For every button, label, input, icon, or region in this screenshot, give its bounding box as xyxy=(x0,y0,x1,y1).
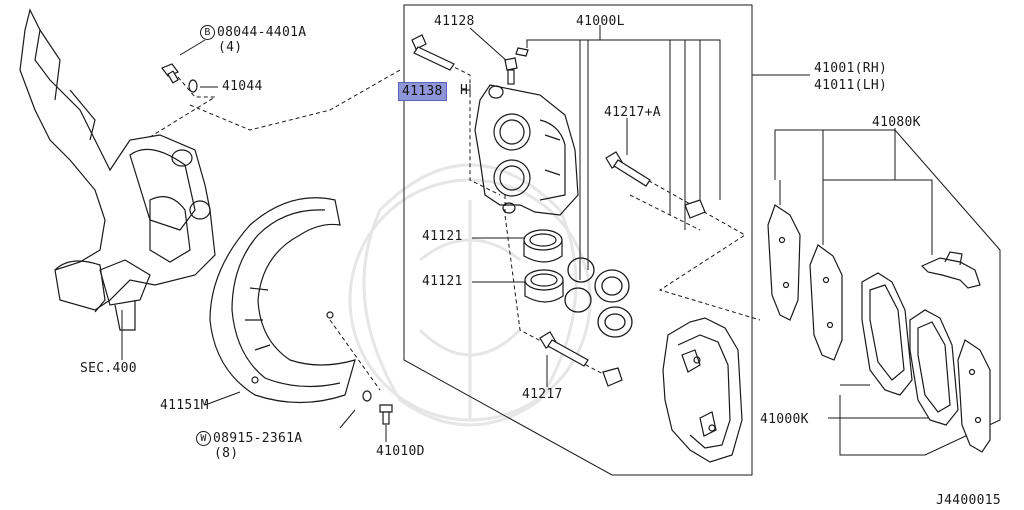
anti-rattle-clip xyxy=(920,251,981,289)
bolt-to-knuckle-guide xyxy=(149,76,217,138)
diagram-id: J4400015 xyxy=(936,493,1002,508)
caliper-body xyxy=(474,84,579,216)
guide-pin xyxy=(611,159,761,321)
pad-shim-inner xyxy=(809,244,843,361)
piston-upper xyxy=(523,229,563,263)
pad-shim-outer xyxy=(767,204,801,321)
label-41217[interactable]: 41217 xyxy=(522,387,563,402)
label-washer-qty: (8) xyxy=(214,446,239,461)
washer-part-number: 08915-2361A xyxy=(213,431,303,446)
label-41121-lower[interactable]: 41121 xyxy=(422,274,463,289)
bolt-type-b-icon: B xyxy=(200,25,215,40)
brake-dust-shield xyxy=(209,197,356,404)
brake-pad-inner xyxy=(909,309,959,426)
slide-pin-upper xyxy=(605,151,706,219)
guide-bracket xyxy=(629,194,701,231)
caliper-assembly-frame xyxy=(403,4,753,476)
leader-41080K xyxy=(779,128,933,255)
caliper-bracket xyxy=(662,317,743,463)
slide-pin-lower xyxy=(539,331,623,387)
pad-kit-frame xyxy=(774,129,1001,456)
leader-41000K xyxy=(828,384,935,419)
label-41217A[interactable]: 41217+A xyxy=(604,105,661,120)
label-41000L[interactable]: 41000L xyxy=(576,14,625,29)
piston-lower xyxy=(524,269,564,303)
label-41001-rh[interactable]: 41001(RH) xyxy=(814,61,888,76)
label-41011-lh[interactable]: 41011(LH) xyxy=(814,78,888,93)
label-41138-suffix: H xyxy=(460,83,469,98)
guide-bolt xyxy=(429,54,501,196)
label-41080K[interactable]: 41080K xyxy=(872,115,921,130)
knuckle-to-caliper-guide xyxy=(189,69,401,131)
label-41151M[interactable]: 41151M xyxy=(160,398,209,413)
piston-seals xyxy=(564,257,595,313)
pad-shim-rear xyxy=(957,339,991,453)
bolt-part-number: 08044-4401A xyxy=(217,25,307,40)
label-41044[interactable]: 41044 xyxy=(222,79,263,94)
leader-41128 xyxy=(469,27,509,63)
label-41010D[interactable]: 41010D xyxy=(376,444,425,459)
label-41138-highlighted[interactable]: 41138 xyxy=(398,82,447,101)
leader-41000L xyxy=(526,25,721,280)
bleeder-screw xyxy=(504,47,529,85)
label-sec-400[interactable]: SEC.400 xyxy=(80,361,137,376)
label-41000K[interactable]: 41000K xyxy=(760,412,809,427)
steering-knuckle xyxy=(19,8,216,331)
shield-bolt xyxy=(362,390,393,425)
brake-pad-outer xyxy=(861,272,913,396)
knuckle-bolt xyxy=(161,63,198,93)
label-41128[interactable]: 41128 xyxy=(434,14,475,29)
washer-type-w-icon: W xyxy=(196,431,211,446)
caliper-bolt-41138 xyxy=(411,34,455,71)
label-bolt-qty: (4) xyxy=(218,40,243,55)
piston-boots xyxy=(594,269,633,338)
label-41121-upper[interactable]: 41121 xyxy=(422,229,463,244)
